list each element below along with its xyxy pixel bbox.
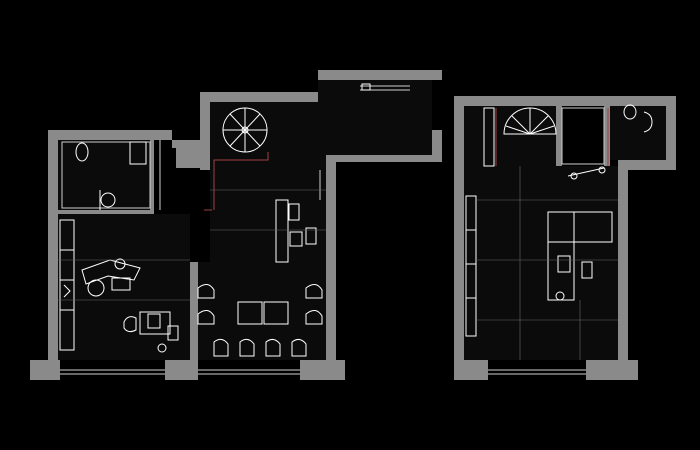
upper-toilet-icon <box>623 104 637 120</box>
upper-sink-icon <box>643 111 653 133</box>
computer-icon <box>147 313 161 329</box>
lower-bathroom <box>61 141 151 210</box>
upper-bathroom <box>561 104 653 180</box>
lower-level-windows <box>60 140 300 375</box>
upper-desk <box>547 211 613 301</box>
lower-level-plan <box>30 70 442 380</box>
lower-spiral-staircase <box>222 107 268 153</box>
upper-red-railing <box>495 108 609 166</box>
lower-desk <box>123 311 179 353</box>
shower-drain-icon <box>100 192 116 208</box>
lower-left-shelving <box>59 219 75 351</box>
office-chair-icon <box>305 227 317 245</box>
chair-icon-2 <box>167 325 179 341</box>
upper-level-walls <box>454 96 676 380</box>
upper-level-plan <box>454 96 676 380</box>
upper-chair-icon <box>581 261 593 279</box>
upper-level-windows <box>488 369 586 375</box>
upper-computer-icon <box>557 255 571 273</box>
lower-kitchen-counter <box>275 170 321 263</box>
chair-icon <box>123 316 137 333</box>
upper-spiral-staircase <box>503 107 557 135</box>
lower-entry-stairs <box>360 83 410 91</box>
lower-level-walls <box>30 70 442 380</box>
upper-stool-icon <box>555 291 565 301</box>
toilet-icon <box>75 142 89 162</box>
upper-built-in-shelving <box>465 107 495 337</box>
stool-icon <box>157 343 167 353</box>
upper-floor-grid <box>476 166 618 360</box>
meeting-table <box>197 284 323 357</box>
lower-red-railing <box>204 152 269 211</box>
sink-icon <box>129 141 147 165</box>
door-swing-icon <box>567 167 605 177</box>
desk-surface <box>139 311 171 335</box>
laptop-icon <box>289 231 303 247</box>
lower-floor-grid <box>58 189 326 301</box>
